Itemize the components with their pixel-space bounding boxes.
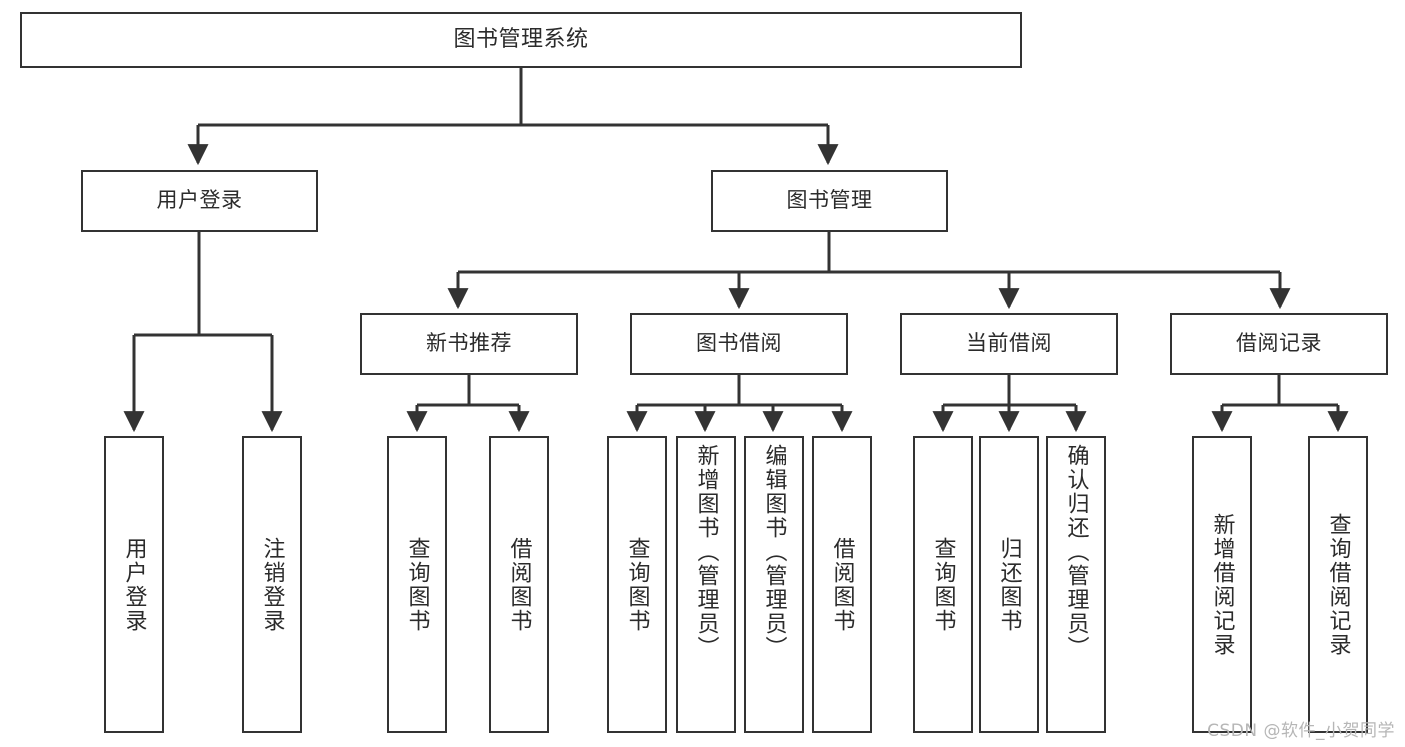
node-label: 查询图书 — [930, 536, 956, 633]
leaf-edit-book-admin[interactable]: 编辑图书（管理员） — [744, 436, 804, 733]
leaf-query-books-current[interactable]: 查询图书 — [913, 436, 973, 733]
node-label: 借阅记录 — [1236, 331, 1322, 356]
node-current-borrow[interactable]: 当前借阅 — [900, 313, 1118, 375]
node-label: 图书管理 — [786, 188, 873, 213]
leaf-add-borrow-record[interactable]: 新增借阅记录 — [1192, 436, 1252, 733]
node-label: 确认归还（管理员） — [1063, 444, 1089, 660]
node-book-management[interactable]: 图书管理 — [711, 170, 948, 232]
node-borrow-records[interactable]: 借阅记录 — [1170, 313, 1388, 375]
node-label: 借阅图书 — [829, 536, 855, 633]
node-label: 查询图书 — [624, 536, 650, 633]
node-label: 查询图书 — [404, 536, 430, 633]
node-label: 注销登录 — [259, 536, 285, 633]
node-label: 当前借阅 — [966, 331, 1052, 356]
node-label: 新书推荐 — [426, 331, 512, 356]
node-label: 新增借阅记录 — [1209, 512, 1235, 657]
node-root-book-management-system[interactable]: 图书管理系统 — [20, 12, 1022, 68]
node-label: 用户登录 — [156, 188, 243, 213]
leaf-add-book-admin[interactable]: 新增图书（管理员） — [676, 436, 736, 733]
node-label: 查询借阅记录 — [1325, 512, 1351, 657]
node-label: 归还图书 — [996, 536, 1022, 633]
leaf-user-login[interactable]: 用户登录 — [104, 436, 164, 733]
node-label: 图书借阅 — [696, 331, 782, 356]
leaf-borrow-books-recommend[interactable]: 借阅图书 — [489, 436, 549, 733]
leaf-query-borrow-record[interactable]: 查询借阅记录 — [1308, 436, 1368, 733]
leaf-logout[interactable]: 注销登录 — [242, 436, 302, 733]
leaf-query-books-borrow[interactable]: 查询图书 — [607, 436, 667, 733]
node-label: 用户登录 — [121, 536, 147, 633]
node-label: 新增图书（管理员） — [693, 444, 719, 660]
leaf-borrow-books[interactable]: 借阅图书 — [812, 436, 872, 733]
node-label: 借阅图书 — [506, 536, 532, 633]
node-book-borrow[interactable]: 图书借阅 — [630, 313, 848, 375]
watermark-text: CSDN @软件_小贺同学 — [1207, 721, 1395, 741]
node-label: 图书管理系统 — [453, 26, 589, 52]
leaf-confirm-return-admin[interactable]: 确认归还（管理员） — [1046, 436, 1106, 733]
leaf-query-books-recommend[interactable]: 查询图书 — [387, 436, 447, 733]
node-user-login[interactable]: 用户登录 — [81, 170, 318, 232]
leaf-return-books[interactable]: 归还图书 — [979, 436, 1039, 733]
node-new-book-recommend[interactable]: 新书推荐 — [360, 313, 578, 375]
node-label: 编辑图书（管理员） — [761, 444, 787, 660]
